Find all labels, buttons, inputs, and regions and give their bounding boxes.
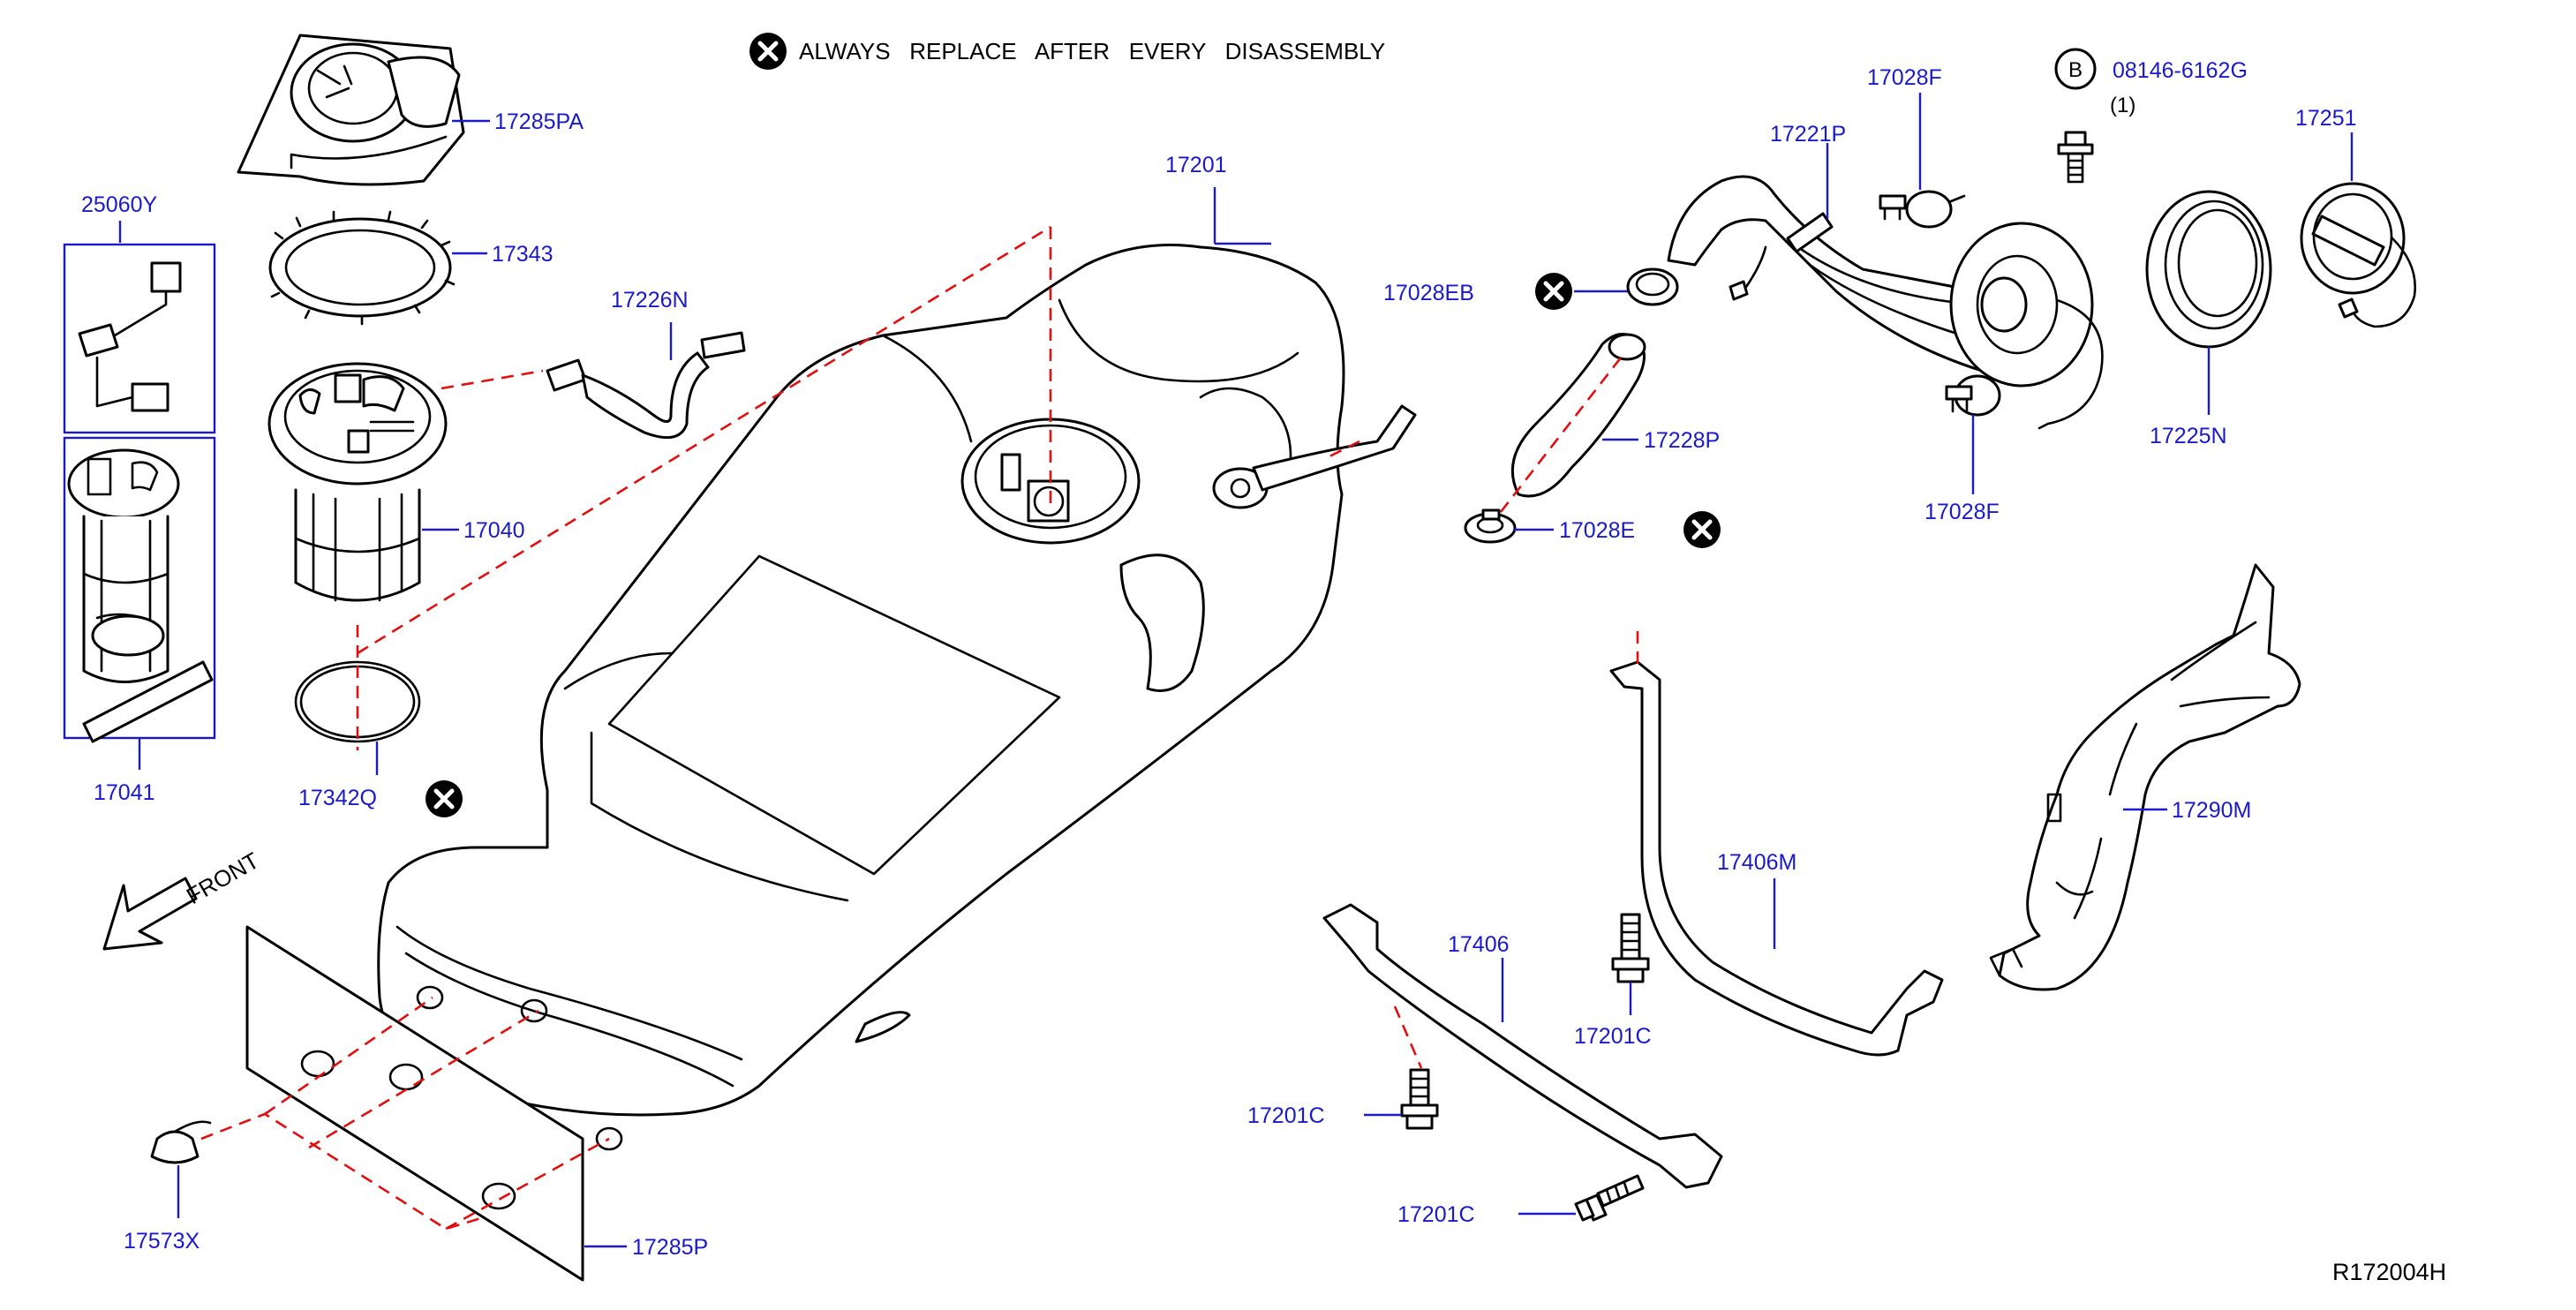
front-arrow-icon [102,877,198,951]
part-17225N [2145,190,2272,349]
label-17228P: 17228P [1644,428,1720,453]
label-17285P: 17285P [632,1235,708,1260]
label-17028F-top: 17028F [1867,65,1942,90]
part-17290M [1989,563,2301,991]
part-17251 [2300,182,2416,328]
label-17201C-c: 17201C [1397,1202,1475,1227]
bolt-17201C-b [1400,1068,1439,1130]
bolt-qty: (1) [2110,94,2135,117]
label-17343: 17343 [492,242,554,267]
part-17343 [268,210,456,326]
replace-x-icon [749,33,787,70]
part-17028E [1464,508,1517,544]
part-17573X [150,1120,212,1164]
bolt-circle-letter: B [2068,58,2083,82]
part-17041 [67,448,214,743]
part-17201 [377,244,1417,1117]
bolt-08146-6162G [2057,131,2094,184]
label-17285PA: 17285PA [494,109,584,134]
part-17406 [1322,903,1723,1189]
label-17221P: 17221P [1770,122,1846,147]
label-17573X: 17573X [124,1229,200,1254]
label-17342Q: 17342Q [298,786,377,810]
part-25060Y [78,261,182,412]
part-17028EB [1626,267,1679,306]
label-17225N: 17225N [2150,424,2227,448]
label-17028EB: 17028EB [1383,281,1474,305]
bolt-17201C-c [1574,1174,1645,1222]
replace-x-icon [1683,511,1721,548]
bolt-circle-b-icon: B [2054,48,2097,90]
label-17201C-a: 17201C [1574,1024,1652,1049]
label-25060Y: 25060Y [81,192,158,217]
header-note: ALWAYS REPLACE AFTER EVERY DISASSEMBLY [799,38,1385,64]
reference-code: R172004H [2332,1259,2446,1285]
label-17406: 17406 [1448,932,1510,957]
front-label: FRONT [182,847,264,909]
box-25060Y [63,243,216,434]
bolt-part-label: 08146-6162G [2113,58,2248,83]
part-17028F-bottom [1945,374,2001,417]
bolt-17201C-a [1611,913,1650,983]
label-17201: 17201 [1165,153,1227,177]
label-17041: 17041 [94,780,155,805]
label-17226N: 17226N [611,288,689,312]
part-17028F-top [1879,190,1966,229]
label-17040: 17040 [463,518,525,543]
assembly-leaders [200,225,1639,1231]
label-17251: 17251 [2295,106,2357,131]
part-17285PA [237,34,465,186]
part-17226N [546,331,746,440]
part-17285P [245,925,623,1282]
label-17028E: 17028E [1559,518,1635,543]
part-17221P [1667,175,2104,430]
label-17406M: 17406M [1717,850,1796,875]
label-17028F-bottom: 17028F [1924,500,2000,524]
replace-x-icon [1535,273,1572,310]
replace-x-icon [426,780,463,817]
label-17201C-b: 17201C [1247,1103,1325,1128]
part-17040 [267,362,448,602]
part-17406M [1609,660,1944,1057]
label-17290M: 17290M [2172,798,2251,823]
